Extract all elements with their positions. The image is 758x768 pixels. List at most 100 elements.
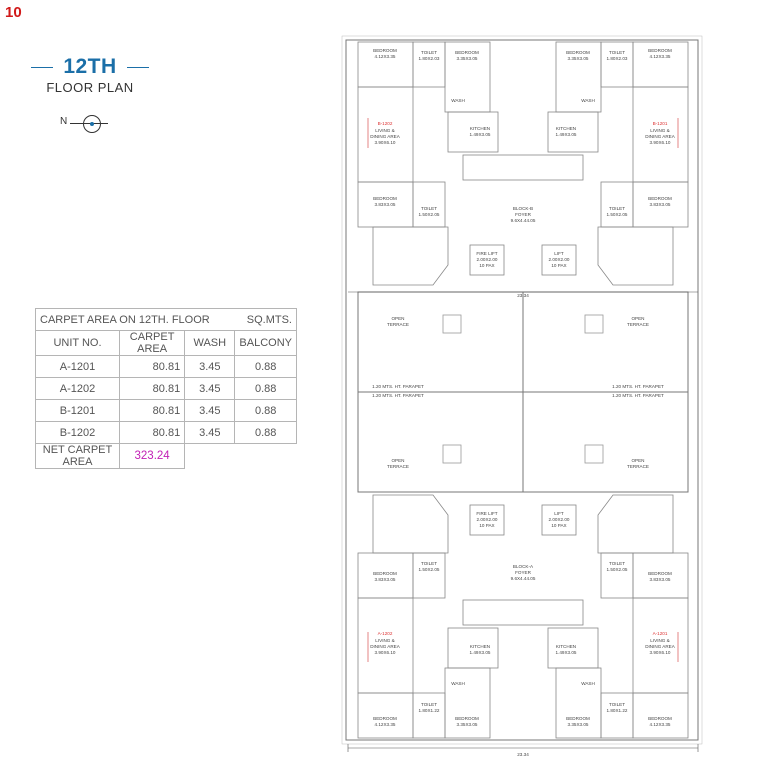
label-block-a: BLOCK-A	[513, 564, 534, 569]
label-lift-a: LIFT	[554, 511, 564, 516]
label-bedroom11-size: 3.35X3.05	[568, 722, 589, 727]
label-wash-a-r: WASH	[581, 681, 595, 686]
north-label: N	[60, 116, 68, 127]
title-rule-right	[126, 66, 149, 68]
label-fire-lift-a-pax: 10 PAX	[479, 523, 494, 528]
floor-subtitle: FLOOR PLAN	[46, 80, 134, 95]
label-wash: WASH	[451, 98, 465, 103]
label-bedroom: BEDROOM	[373, 48, 397, 53]
label-bedroom3: BEDROOM	[566, 50, 590, 55]
label-living-a-r: LIVING &	[650, 638, 669, 643]
label-kitchen-size: 1.49X3.05	[470, 132, 491, 137]
label-bedroom4: BEDROOM	[648, 48, 672, 53]
net-carpet-label: NET CARPET AREA	[34, 443, 121, 469]
label-lift: LIFT	[554, 251, 564, 256]
label-dining-r: DINING AREA	[645, 134, 676, 139]
label-toilet3-size: 1.50X2.05	[419, 212, 440, 217]
label-dining: DINING AREA	[370, 134, 401, 139]
label-bedroom6: BEDROOM	[648, 196, 672, 201]
table-total-row: NET CARPET AREA 323.24	[34, 443, 297, 469]
label-living: LIVING &	[375, 128, 394, 133]
label-fire-lift-pax: 10 PAX	[479, 263, 494, 268]
label-parapet-r2: 1.20 MTS. HT. PARAPET	[612, 393, 664, 398]
table-unit-label: SQ.MTS.	[234, 308, 297, 331]
label-unit-a1201: A-1201	[653, 631, 668, 636]
floor-plan-drawing: BEDROOM 4.12X3.35 TOILET 1.80X2.03 BEDRO…	[341, 35, 703, 757]
cell-balcony: 0.88	[234, 355, 297, 378]
label-block-b-foyer: FOYER	[515, 212, 532, 217]
label-bedroom8-size: 3.83X3.05	[650, 577, 671, 582]
cell-unit: B-1202	[34, 421, 121, 444]
label-bedroom2-size: 3.35X3.05	[457, 56, 478, 61]
label-dining-a-r: DINING AREA	[645, 644, 676, 649]
title-rule-left	[31, 66, 54, 68]
label-bedroom5-size: 3.83X3.05	[375, 202, 396, 207]
label-parapet-l: 1.20 MTS. HT. PARAPET	[372, 384, 424, 389]
label-lift-size: 2.00X2.00	[549, 257, 570, 262]
label-open-tr: OPEN	[631, 316, 644, 321]
label-wash-a: WASH	[451, 681, 465, 686]
label-toilet2: TOILET	[609, 50, 625, 55]
label-dining-a: DINING AREA	[370, 644, 401, 649]
label-toilet8-size: 1.80X1.22	[607, 708, 628, 713]
north-compass-icon	[83, 115, 101, 133]
label-bedroom8: BEDROOM	[648, 571, 672, 576]
table-row: B-1202 80.81 3.45 0.88	[34, 421, 297, 444]
header-carpet: CARPET AREA	[119, 330, 186, 356]
net-carpet-value: 323.24	[119, 443, 186, 469]
label-kitchen-a-size: 1.49X3.05	[470, 650, 491, 655]
label-kitchen-size-r: 1.49X3.05	[556, 132, 577, 137]
cell-carpet: 80.81	[119, 377, 186, 400]
header-unit: UNIT NO.	[34, 330, 121, 356]
table-header-row: UNIT NO. CARPET AREA WASH BALCONY	[34, 330, 297, 356]
label-kitchen: KITCHEN	[470, 126, 490, 131]
label-open-bl: OPEN	[391, 458, 404, 463]
plan-outline	[341, 35, 703, 745]
label-toilet8: TOILET	[609, 702, 625, 707]
label-living-size-r: 3.90X6.10	[650, 140, 671, 145]
label-lift-pax: 10 PAX	[551, 263, 566, 268]
cell-wash: 3.45	[184, 421, 236, 444]
label-bedroom3-size: 3.35X3.05	[568, 56, 589, 61]
red-markers	[367, 118, 679, 662]
label-bedroom9: BEDROOM	[373, 716, 397, 721]
label-bedroom12: BEDROOM	[648, 716, 672, 721]
label-lift-a-size: 2.00X2.00	[549, 517, 570, 522]
label-mid-width: 23.34	[517, 293, 529, 298]
label-kitchen-a-r-size: 1.49X3.05	[556, 650, 577, 655]
cell-carpet: 80.81	[119, 421, 186, 444]
label-toilet6: TOILET	[609, 561, 625, 566]
label-kitchen-a-r: KITCHEN	[556, 644, 576, 649]
label-unit-b1202: B-1202	[378, 121, 393, 126]
carpet-area-table: CARPET AREA ON 12TH. FLOOR SQ.MTS. UNIT …	[34, 308, 297, 469]
block-a-rooms	[357, 494, 689, 739]
empty-cell	[184, 443, 297, 469]
label-terrace-br: TERRACE	[627, 464, 649, 469]
label-living-size-a-r: 3.90X6.10	[650, 650, 671, 655]
label-bedroom-size: 4.12X3.35	[375, 54, 396, 59]
header-wash: WASH	[184, 330, 236, 356]
label-overall-width: 23.34	[517, 752, 529, 757]
table-title: CARPET AREA ON 12TH. FLOOR	[34, 308, 235, 331]
cell-wash: 3.45	[184, 355, 236, 378]
label-block-b-size: 9.6X4.44.05	[511, 218, 536, 223]
terrace-planters	[442, 314, 604, 464]
label-living-size: 3.90X6.10	[375, 140, 396, 145]
label-bedroom10: BEDROOM	[455, 716, 479, 721]
table-row: A-1202 80.81 3.45 0.88	[34, 377, 297, 400]
label-wash-r: WASH	[581, 98, 595, 103]
label-toilet6-size: 1.50X2.05	[607, 567, 628, 572]
label-toilet: TOILET	[421, 50, 437, 55]
label-bedroom11: BEDROOM	[566, 716, 590, 721]
label-living-size-a: 3.90X6.10	[375, 650, 396, 655]
cell-wash: 3.45	[184, 399, 236, 422]
label-fire-lift-a-size: 2.00X2.00	[477, 517, 498, 522]
page-number: 10	[5, 4, 22, 21]
label-bedroom2: BEDROOM	[455, 50, 479, 55]
header-balcony: BALCONY	[234, 330, 297, 356]
label-bedroom12-size: 4.12X3.35	[650, 722, 671, 727]
label-terrace-bl: TERRACE	[387, 464, 409, 469]
cell-unit: A-1202	[34, 377, 121, 400]
label-fire-lift: FIRE LIFT	[476, 251, 497, 256]
label-bedroom6-size: 3.83X3.05	[650, 202, 671, 207]
